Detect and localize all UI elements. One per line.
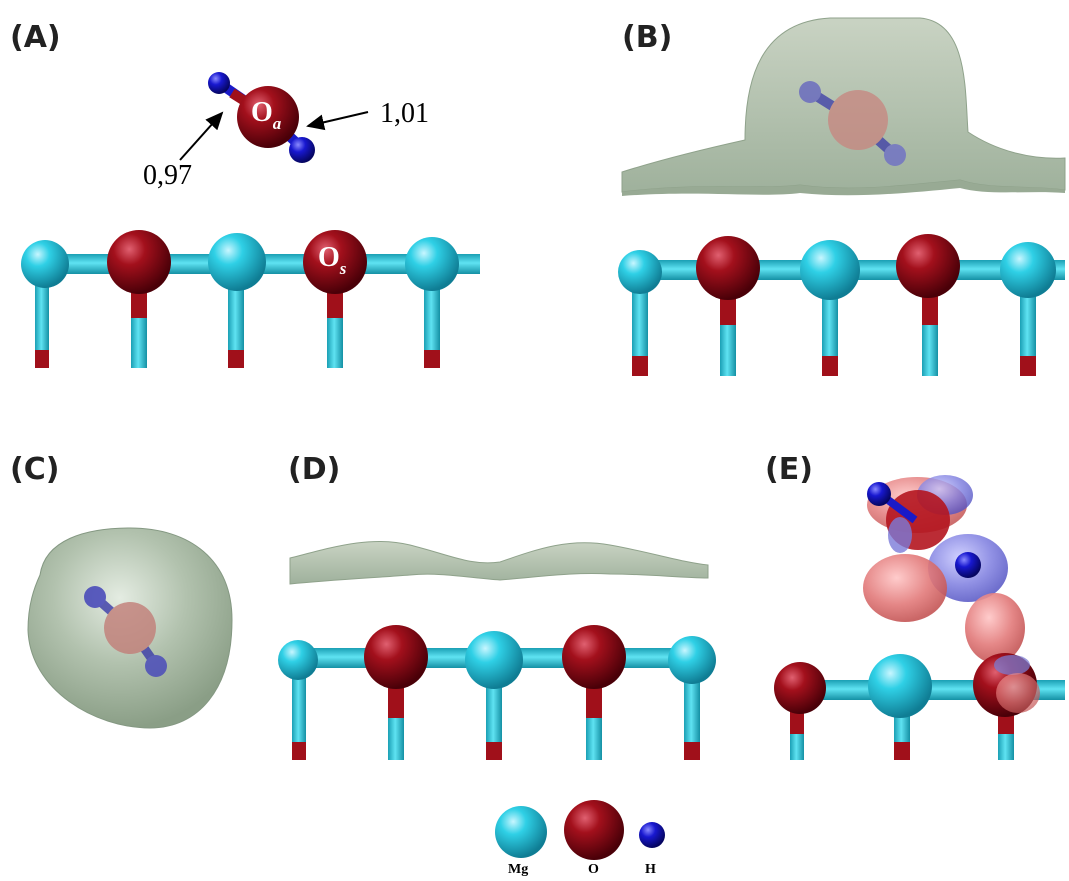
oa-label-main: O <box>251 97 273 128</box>
legend <box>495 800 665 860</box>
panel-e-density <box>863 475 1040 717</box>
bond-length-right: 1,01 <box>380 98 429 129</box>
legend-mg-sphere <box>495 806 547 858</box>
panel-label-e: (E) <box>765 452 813 487</box>
panel-label-b: (B) <box>622 20 673 55</box>
arrow-left <box>179 111 224 161</box>
bond-length-left: 0,97 <box>143 160 192 191</box>
legend-h-label: H <box>645 862 656 877</box>
os-label: Os <box>318 242 346 278</box>
os-label-sub: s <box>339 259 347 278</box>
os-label-main: O <box>318 242 340 273</box>
panel-label-d: (D) <box>288 452 341 487</box>
panel-label-c: (C) <box>10 452 60 487</box>
legend-o-sphere <box>564 800 624 860</box>
legend-o-label: O <box>588 862 599 877</box>
panel-c-water <box>84 586 167 677</box>
arrow-right <box>306 111 369 131</box>
oa-label-sub: a <box>272 114 282 133</box>
legend-h-sphere <box>639 822 665 848</box>
panel-b-slab <box>618 234 1065 376</box>
panel-a-slab <box>21 230 480 368</box>
panel-d-isosurface <box>289 540 709 585</box>
oa-label: Oa <box>251 97 281 133</box>
legend-mg-label: Mg <box>508 862 529 877</box>
panel-label-a: (A) <box>10 20 61 55</box>
panel-d-slab <box>278 625 716 760</box>
panel-b-water <box>799 81 906 166</box>
panel-a-water <box>208 72 315 163</box>
